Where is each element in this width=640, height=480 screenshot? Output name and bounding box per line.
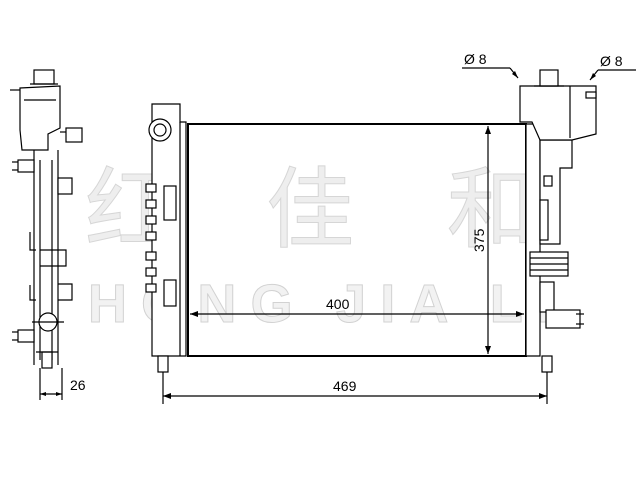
depth-dimension: 26 <box>70 377 86 393</box>
core-height-dimension: 375 <box>471 228 487 252</box>
overall-width-dimension: 469 <box>333 378 357 394</box>
core-width-dimension: 400 <box>326 296 350 312</box>
pipe-diameter-left: Ø 8 <box>464 51 487 67</box>
front-view: 400 375 469 Ø 8 Ø 8 <box>145 51 636 404</box>
side-view: 26 <box>10 69 86 400</box>
pipe-diameter-right: Ø 8 <box>600 53 623 69</box>
left-tank-tabs <box>145 183 177 307</box>
